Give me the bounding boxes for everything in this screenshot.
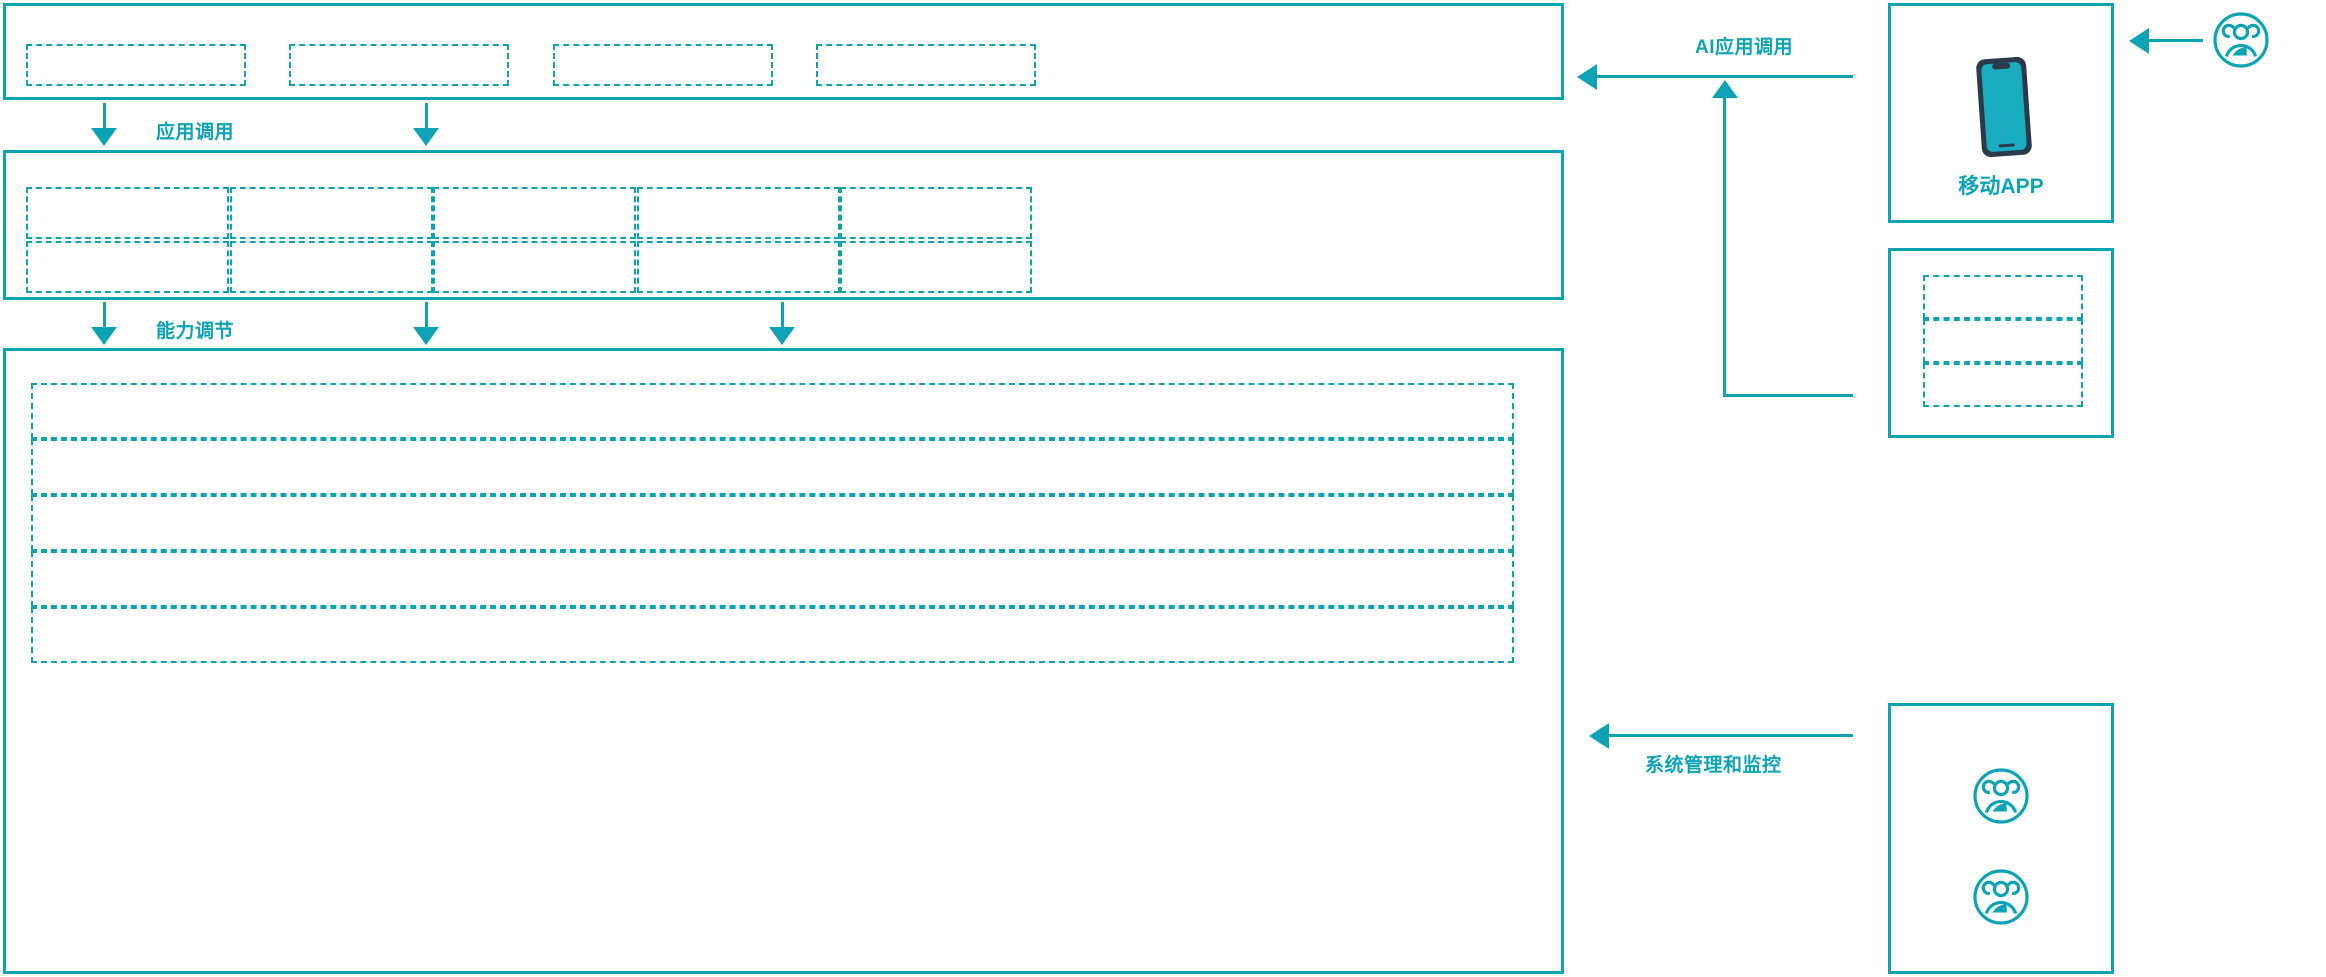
capability-layer-slot-1[interactable] [26, 187, 229, 239]
channel-panel-slot-2[interactable] [1923, 319, 2083, 363]
ai-application-call-feed-vline [1723, 97, 1726, 397]
ai-application-call-line [1596, 75, 1853, 78]
user-group-icon [1972, 868, 2030, 931]
application-call-arrow-left [91, 128, 117, 146]
operations-panel[interactable] [1888, 703, 2114, 974]
platform-layer-slot-4[interactable] [31, 551, 1514, 607]
channel-panel[interactable] [1888, 248, 2114, 438]
capability-layer-slot-10[interactable] [840, 241, 1032, 293]
application-call-line-right [425, 103, 428, 142]
application-layer-slot-2[interactable] [289, 44, 509, 86]
user-group-icon [1972, 767, 2030, 830]
application-layer-slot-4[interactable] [816, 44, 1036, 86]
system-admin-monitor-label: 系统管理和监控 [1645, 755, 1782, 776]
capability-adjust-label: 能力调节 [156, 321, 235, 342]
capability-layer-slot-2[interactable] [230, 187, 433, 239]
capability-layer-slot-3[interactable] [433, 187, 636, 239]
user-group-icon [2212, 11, 2270, 74]
ai-application-call-feed-hline [1723, 394, 1853, 397]
application-layer-slot-3[interactable] [553, 44, 773, 86]
ai-application-call-label: AI应用调用 [1695, 37, 1794, 58]
platform-layer-slot-5[interactable] [31, 607, 1514, 663]
application-call-line-left [103, 103, 106, 142]
capability-adjust-line-2 [425, 302, 428, 340]
application-layer-slot-1[interactable] [26, 44, 246, 86]
channel-panel-slot-3[interactable] [1923, 363, 2083, 407]
capability-layer-slot-9[interactable] [637, 241, 840, 293]
capability-adjust-line-1 [103, 302, 106, 340]
application-call-label: 应用调用 [156, 122, 235, 143]
platform-layer-slot-3[interactable] [31, 495, 1514, 551]
application-call-arrow-right [413, 128, 439, 146]
platform-layer [3, 348, 1564, 974]
end-user-line [2148, 39, 2203, 42]
capability-layer-slot-6[interactable] [26, 241, 229, 293]
capability-adjust-line-3 [781, 302, 784, 340]
mobile-app-panel[interactable]: 移动APP [1888, 3, 2114, 223]
channel-panel-slot-1[interactable] [1923, 275, 2083, 319]
mobile-app-panel-caption: 移动APP [1958, 175, 2044, 198]
platform-layer-slot-2[interactable] [31, 439, 1514, 495]
capability-layer-slot-7[interactable] [230, 241, 433, 293]
end-user-arrow [2129, 28, 2149, 54]
ai-application-call-arrow [1577, 64, 1597, 90]
capability-layer-slot-5[interactable] [840, 187, 1032, 239]
capability-layer-slot-8[interactable] [433, 241, 636, 293]
platform-layer-slot-1[interactable] [31, 383, 1514, 439]
system-admin-monitor-line [1608, 734, 1853, 737]
system-admin-monitor-arrow [1589, 723, 1609, 749]
capability-layer-slot-4[interactable] [637, 187, 840, 239]
ai-application-call-feed-arrow [1712, 80, 1738, 98]
capability-adjust-arrow-3 [769, 327, 795, 345]
mobile-phone-icon [1965, 52, 2043, 167]
application-layer [3, 3, 1564, 100]
capability-adjust-arrow-2 [413, 327, 439, 345]
capability-layer [3, 150, 1564, 300]
capability-adjust-arrow-1 [91, 327, 117, 345]
